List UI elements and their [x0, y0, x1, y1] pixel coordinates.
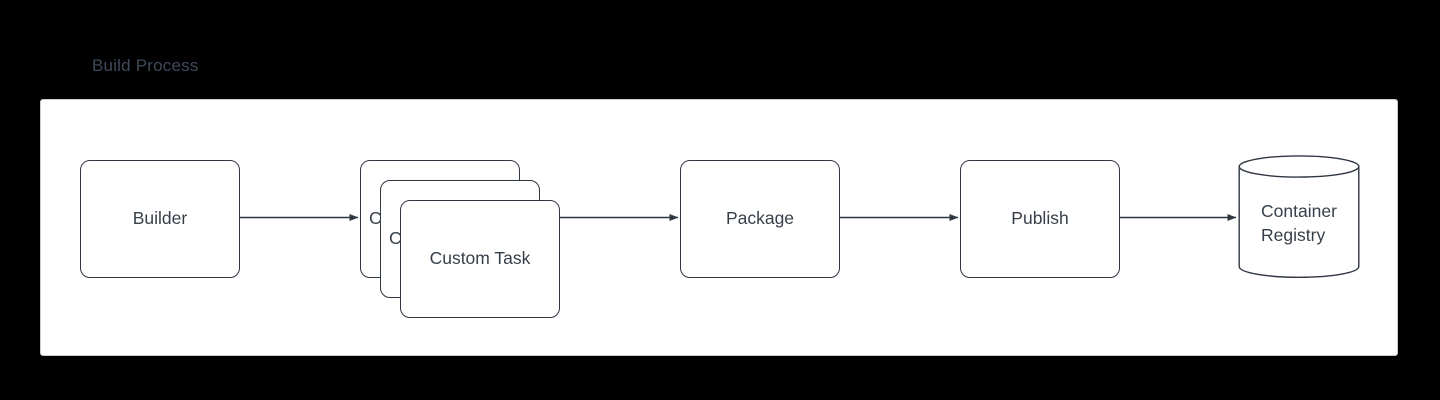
node-container-registry-label: Container Registry [1261, 200, 1337, 245]
page-title: Build Process [92, 56, 199, 75]
custom-task-card-front[interactable]: Custom Task [400, 200, 560, 318]
node-builder[interactable]: Builder [80, 160, 240, 278]
node-container-registry[interactable]: Container Registry [1238, 155, 1360, 278]
node-package-label: Package [725, 208, 795, 229]
custom-task-card-front-label: Custom Task [429, 248, 531, 269]
node-container-registry-label-wrap: Container Registry [1238, 155, 1360, 278]
cylinder-icon [1238, 155, 1360, 278]
node-builder-label: Builder [132, 208, 188, 229]
node-publish-label: Publish [1011, 208, 1069, 229]
node-publish[interactable]: Publish [960, 160, 1120, 278]
node-package[interactable]: Package [680, 160, 840, 278]
